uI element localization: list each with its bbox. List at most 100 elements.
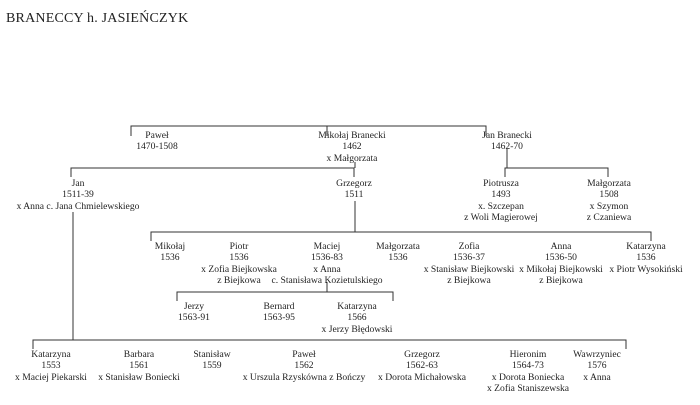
person-wawrzyniec: Wawrzyniec 1576 x Anna	[573, 349, 621, 383]
person-dates: 1536	[388, 252, 408, 264]
person-mikolaj-branecki: Mikołaj Branecki 1462 x Małgorzata	[318, 130, 385, 164]
person-dates: 1576	[587, 360, 607, 372]
person-spouse-origin: z Biejkowa	[447, 275, 491, 287]
person-piotrusza: Piotrusza 1493 x. Szczepan z Woli Magier…	[464, 178, 538, 224]
person-spouse-origin: z Woli Magierowej	[464, 212, 538, 224]
person-dates: 1562	[294, 360, 314, 372]
person-name: Barbara	[123, 349, 155, 360]
person-pawel-2: Paweł 1562 x Urszula Rzyskówna z Bończy	[243, 349, 366, 383]
person-name: Stanisław	[193, 349, 231, 360]
person-name: Paweł	[292, 349, 316, 360]
person-spouse: x Urszula Rzyskówna z Bończy	[242, 371, 366, 383]
person-spouse-origin: c. Stanisława Kozietulskiego	[271, 275, 383, 287]
person-spouse: x Anna	[313, 263, 341, 275]
tree-title: BRANECCY h. JASIEŃCZYK	[6, 11, 189, 26]
person-jan-branecki: Jan Branecki 1462-70	[482, 130, 532, 153]
person-dates: 1536-37	[453, 252, 485, 264]
connector-gen5	[32, 339, 627, 349]
person-dates: 1511	[344, 189, 364, 201]
person-jerzy: Jerzy 1563-91	[178, 301, 210, 324]
person-dates: 1536	[636, 252, 656, 264]
person-name: Jan	[71, 178, 85, 189]
person-name: Bernard	[263, 301, 295, 312]
person-dates: 1536	[229, 252, 249, 264]
person-name: Katarzyna	[626, 241, 666, 252]
connector-gen2-left	[70, 167, 355, 177]
person-spouse: x Anna c. Jana Chmielewskiego	[16, 200, 140, 212]
person-spouse-origin: z Biejkowa	[217, 275, 261, 287]
person-name: Mikołaj	[154, 241, 186, 252]
person-dates: 1559	[202, 360, 222, 372]
person-spouse: x Stanisław Biejkowski	[423, 263, 515, 275]
person-spouse: x Anna	[583, 371, 611, 383]
person-name: Małgorzata	[587, 178, 631, 189]
person-mikolaj-2: Mikołaj 1536	[155, 241, 185, 264]
person-maciej: Maciej 1536-83 x Anna c. Stanisława Kozi…	[271, 241, 382, 287]
person-name: Anna	[550, 241, 572, 252]
person-name: Paweł	[145, 130, 169, 141]
person-spouse: x Małgorzata	[326, 152, 378, 164]
person-spouse: x Dorota Boniecka	[491, 371, 565, 383]
person-name: Piotr	[229, 241, 249, 252]
person-zofia: Zofia 1536-37 x Stanisław Biejkowski z B…	[424, 241, 515, 287]
person-katarzyna-3: Katarzyna 1553 x Maciej Piekarski	[15, 349, 87, 383]
person-spouse: x Stanisław Boniecki	[98, 371, 180, 383]
person-name: Zofia	[458, 241, 480, 252]
person-katarzyna-1: Katarzyna 1536 x Piotr Wysokiński	[609, 241, 682, 275]
person-name: Grzegorz	[404, 349, 440, 360]
person-barbara: Barbara 1561 x Stanisław Boniecki	[98, 349, 180, 383]
person-dates: 1470-1508	[136, 141, 178, 153]
person-spouse: x Mikołaj Biejkowski	[519, 263, 603, 275]
person-spouse: x Zofia Biejkowska	[201, 263, 277, 275]
person-name: Katarzyna	[31, 349, 71, 360]
person-name: Maciej	[313, 241, 341, 252]
person-dates: 1536	[160, 252, 180, 264]
person-spouse-origin: z Czaniewa	[586, 212, 632, 224]
person-name: Grzegorz	[336, 178, 372, 189]
person-spouse: x Dorota Michałowska	[378, 371, 466, 383]
person-spouse-origin: z Biejkowa	[539, 275, 583, 287]
person-hieronim: Hieronim 1564-73 x Dorota Boniecka x Zof…	[487, 349, 569, 395]
person-bernard: Bernard 1563-95	[263, 301, 295, 324]
person-spouse: x Szymon	[589, 200, 629, 212]
person-name: Katarzyna	[337, 301, 377, 312]
person-name: Piotrusza	[483, 178, 519, 189]
person-dates: 1563-95	[263, 312, 295, 324]
person-spouse: x Piotr Wysokiński	[609, 263, 683, 275]
person-name: Jan Branecki	[482, 130, 532, 141]
person-dates: 1564-73	[512, 360, 544, 372]
person-dates: 1566	[347, 312, 367, 324]
person-name: Jerzy	[183, 301, 205, 312]
person-malgorzata-2: Małgorzata 1536	[376, 241, 420, 264]
connector-gen2-right	[504, 167, 609, 177]
person-dates: 1462-70	[491, 141, 523, 153]
connector-gen4	[176, 291, 394, 301]
person-dates: 1508	[599, 189, 619, 201]
person-name: Małgorzata	[376, 241, 420, 252]
person-name: Mikołaj Branecki	[318, 130, 386, 141]
connector-gen3	[150, 231, 652, 241]
person-dates: 1536-50	[545, 252, 577, 264]
person-dates: 1462	[342, 141, 362, 153]
person-name: Wawrzyniec	[573, 349, 621, 360]
person-grzegorz-1: Grzegorz 1511	[336, 178, 372, 201]
person-katarzyna-2: Katarzyna 1566 x Jerzy Błędowski	[322, 301, 393, 335]
person-spouse: x. Szczepan	[478, 200, 524, 212]
connector-gen1	[130, 125, 487, 136]
person-dates: 1561	[129, 360, 149, 372]
person-pawel-1: Paweł 1470-1508	[136, 130, 178, 153]
person-dates: 1493	[491, 189, 511, 201]
person-malgorzata-1: Małgorzata 1508 x Szymon z Czaniewa	[587, 178, 631, 224]
person-jan: Jan 1511-39 x Anna c. Jana Chmielewskieg…	[17, 178, 140, 212]
person-spouse-2: x Zofia Staniszewska	[486, 383, 570, 395]
person-grzegorz-2: Grzegorz 1562-63 x Dorota Michałowska	[378, 349, 466, 383]
person-stanislaw: Stanisław 1559	[193, 349, 230, 372]
person-dates: 1563-91	[178, 312, 210, 324]
person-spouse: x Maciej Piekarski	[15, 371, 87, 383]
person-dates: 1511-39	[62, 189, 94, 201]
person-dates: 1536-83	[311, 252, 343, 264]
person-name: Hieronim	[509, 349, 547, 360]
person-spouse: x Jerzy Błędowski	[321, 323, 393, 335]
person-dates: 1562-63	[406, 360, 438, 372]
